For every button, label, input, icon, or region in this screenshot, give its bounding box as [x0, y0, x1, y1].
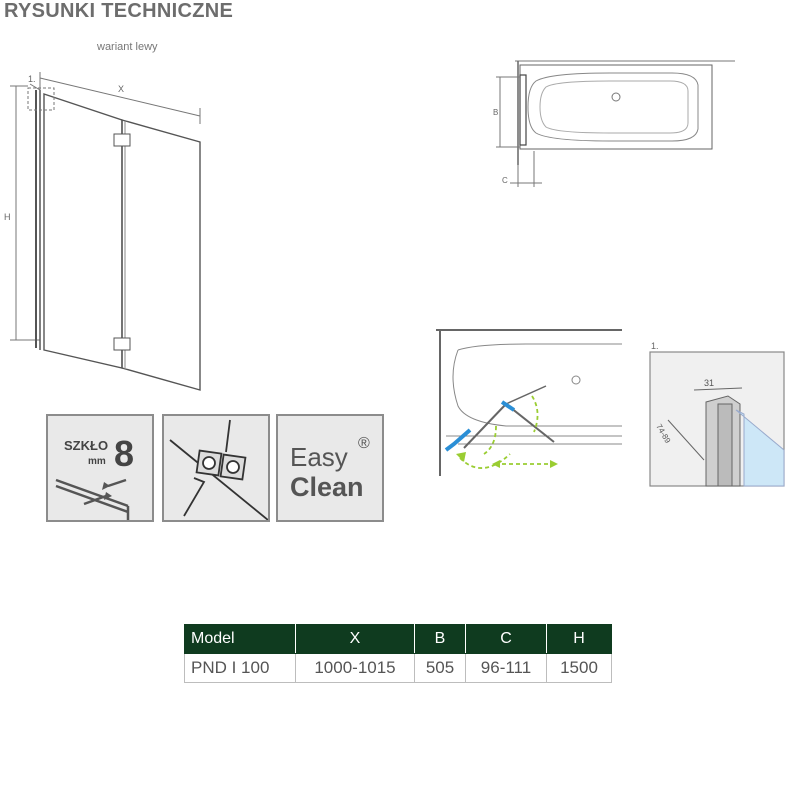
label-detail-1: 1.: [28, 74, 36, 84]
easy-clean-line2: Clean: [290, 472, 364, 502]
page-title: RYSUNKI TECHNICZNE: [4, 0, 234, 22]
feature-easy-clean: Easy Clean ®: [276, 414, 384, 522]
easy-clean-mark: ®: [358, 435, 370, 452]
spec-table: Model X B C H PND I 100 1000-1015 505 96…: [184, 624, 612, 683]
hinge-icon: [169, 419, 269, 521]
detail-number: 1.: [651, 341, 659, 351]
cell-model: PND I 100: [184, 653, 296, 683]
variant-label: wariant lewy: [97, 41, 158, 53]
bathtub-top-view: B C: [493, 60, 735, 187]
feature-hinge: [162, 414, 270, 522]
header-model: Model: [184, 624, 296, 654]
label-c: C: [502, 176, 508, 185]
cell-x: 1000-1015: [295, 653, 415, 683]
glass-word: SZKŁO: [64, 438, 108, 453]
table-row: PND I 100 1000-1015 505 96-111 1500: [184, 653, 612, 683]
header-c: C: [465, 624, 547, 654]
dim-width: 31: [704, 378, 714, 388]
glass-value: 8: [114, 433, 134, 474]
front-elevation-drawing: X H 1.: [4, 72, 201, 391]
opening-diagram: [436, 326, 624, 484]
feature-glass-8mm: SZKŁO mm 8: [46, 414, 154, 522]
header-x: X: [295, 624, 415, 654]
label-h: H: [4, 212, 11, 222]
cell-b: 505: [414, 653, 466, 683]
cell-c: 96-111: [465, 653, 547, 683]
cell-h: 1500: [546, 653, 612, 683]
header-h: H: [546, 624, 612, 654]
glass-unit: mm: [88, 456, 106, 467]
label-b: B: [493, 108, 498, 117]
spec-table-header: Model X B C H: [184, 624, 612, 654]
label-x: X: [118, 84, 124, 94]
easy-clean-line1: Easy: [290, 442, 348, 472]
profile-detail-view: 1. 31 74-89: [649, 341, 785, 487]
header-b: B: [414, 624, 466, 654]
